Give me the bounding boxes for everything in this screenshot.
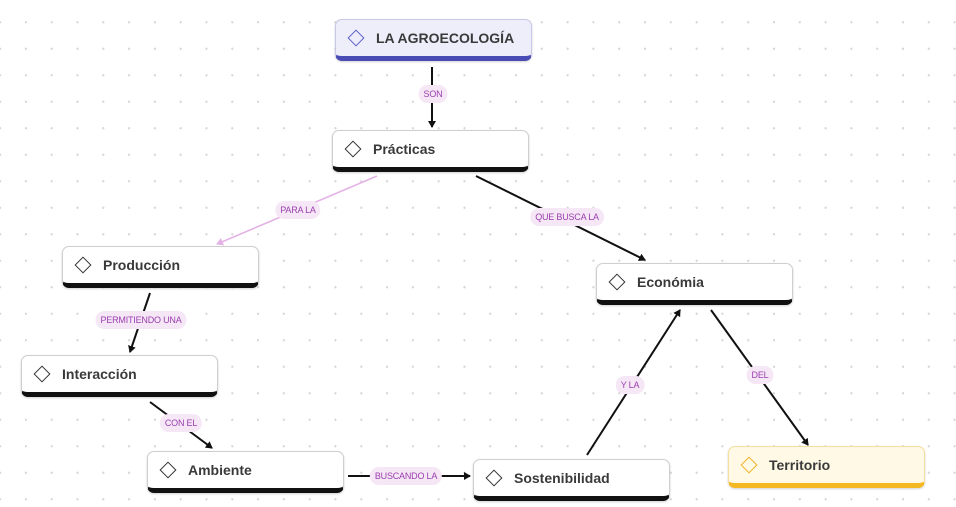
- diamond-icon: [74, 256, 92, 274]
- edge-label-para-la: PARA LA: [275, 201, 321, 219]
- node-label: Prácticas: [373, 141, 436, 157]
- node-label: Producción: [103, 257, 181, 273]
- node-label: Sostenibilidad: [514, 470, 610, 486]
- edge-label-que-busca-la: QUE BUSCA LA: [530, 208, 604, 226]
- edge-label-buscando-la: BUSCANDO LA: [369, 467, 443, 485]
- node-produccion[interactable]: Producción: [62, 246, 259, 288]
- node-ambiente[interactable]: Ambiente: [147, 451, 344, 493]
- node-agroecologia[interactable]: LA AGROECOLOGÍA: [335, 19, 532, 61]
- diamond-icon: [33, 365, 51, 383]
- node-label: LA AGROECOLOGÍA: [376, 30, 515, 46]
- diamond-icon: [159, 461, 177, 479]
- diamond-icon: [344, 140, 362, 158]
- node-economia[interactable]: Económia: [596, 263, 793, 305]
- edge-label-permitiendo-una: PERMITIENDO UNA: [95, 311, 187, 329]
- edge-label-con-el: CON EL: [159, 414, 203, 432]
- node-label: Ambiente: [188, 462, 252, 478]
- node-label: Territorio: [769, 457, 831, 473]
- edge-label-y-la: Y LA: [615, 376, 645, 394]
- diamond-icon: [740, 456, 758, 474]
- node-label: Interacción: [62, 366, 137, 382]
- node-practicas[interactable]: Prácticas: [332, 130, 529, 172]
- node-sostenibilidad[interactable]: Sostenibilidad: [473, 459, 670, 501]
- diamond-icon: [608, 273, 626, 291]
- node-territorio[interactable]: Territorio: [728, 446, 925, 488]
- edge-label-son: SON: [418, 85, 448, 103]
- diamond-icon: [485, 469, 503, 487]
- node-label: Económia: [637, 274, 704, 290]
- diamond-icon: [347, 29, 365, 47]
- node-interaccion[interactable]: Interacción: [21, 355, 218, 397]
- edge-label-del: DEL: [746, 366, 774, 384]
